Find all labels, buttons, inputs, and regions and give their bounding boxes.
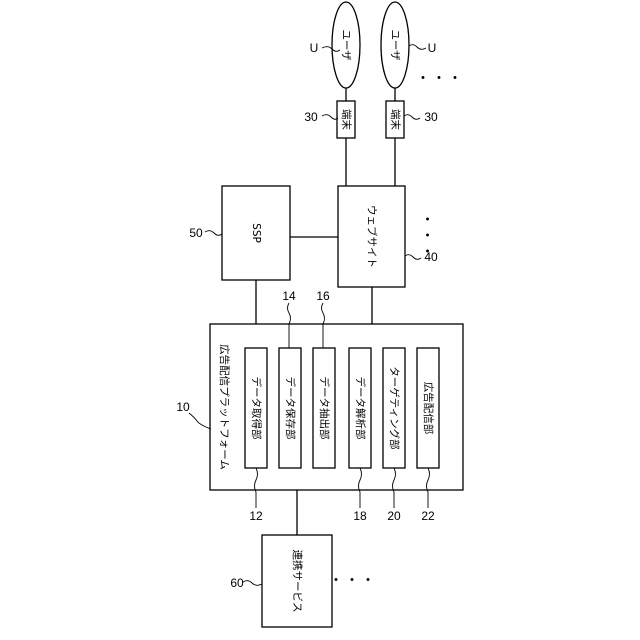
website: ウェブサイト <box>338 186 405 287</box>
ref-user-right: U <box>428 41 437 55</box>
platform-label: 広告配信プラットフォーム <box>218 344 231 470</box>
ref-terminal-left: 30 <box>304 110 318 124</box>
ssp-leader <box>205 231 222 236</box>
ref-platform: 10 <box>176 400 190 414</box>
ssp: SSP <box>222 186 290 280</box>
ref-mod12: 12 <box>249 509 263 523</box>
ref-service: 60 <box>230 576 244 590</box>
user-right-label: ユーザ <box>389 29 401 61</box>
module-label: ターゲティング部 <box>388 366 401 449</box>
module-4: データ解析部 <box>349 348 371 468</box>
terminal-left: 端末 <box>337 101 355 138</box>
terminal-right: 端末 <box>386 101 404 138</box>
terminal-right-label: 端末 <box>389 109 402 130</box>
service-leader <box>243 581 262 586</box>
ref-mod16: 16 <box>316 289 330 303</box>
user-left-label: ユーザ <box>340 29 352 61</box>
ref-ssp: 50 <box>189 226 203 240</box>
module-6: 広告配信部 <box>417 348 439 468</box>
platform-leader <box>189 413 211 429</box>
user-right-leader <box>409 45 426 50</box>
terminal-left-label: 端末 <box>340 109 353 130</box>
module-label: データ抽出部 <box>318 377 331 440</box>
ref-user-left: U <box>310 41 319 55</box>
terminal-left-leader <box>322 115 338 120</box>
terminal-right-leader <box>404 115 420 120</box>
module-label: データ保存部 <box>284 377 297 440</box>
ref-terminal-right: 30 <box>424 110 438 124</box>
module-label: 広告配信部 <box>422 382 435 435</box>
module-3: データ抽出部 <box>313 348 335 468</box>
module-label: データ取得部 <box>250 377 263 440</box>
website-label: ウェブサイト <box>366 205 379 268</box>
linked-service-label: 連携サービス <box>291 550 304 613</box>
module-2: データ保存部 <box>279 348 301 468</box>
ref-mod14: 14 <box>282 289 296 303</box>
ssp-label: SSP <box>250 223 262 243</box>
ref-mod20: 20 <box>387 509 401 523</box>
ellipsis-users: ・・・ <box>416 71 464 87</box>
ellipsis-websites: ・・・ <box>418 212 434 260</box>
user-left: ユーザ <box>332 2 360 88</box>
module-label: データ解析部 <box>354 377 367 440</box>
ref-mod22: 22 <box>421 509 435 523</box>
user-right: ユーザ <box>381 2 409 88</box>
module-5: ターゲティング部 <box>383 348 405 468</box>
module-1: データ取得部 <box>245 348 267 468</box>
ellipsis-services: ・・・ <box>329 573 377 589</box>
ref-mod18: 18 <box>353 509 367 523</box>
linked-service: 連携サービス <box>262 535 332 627</box>
